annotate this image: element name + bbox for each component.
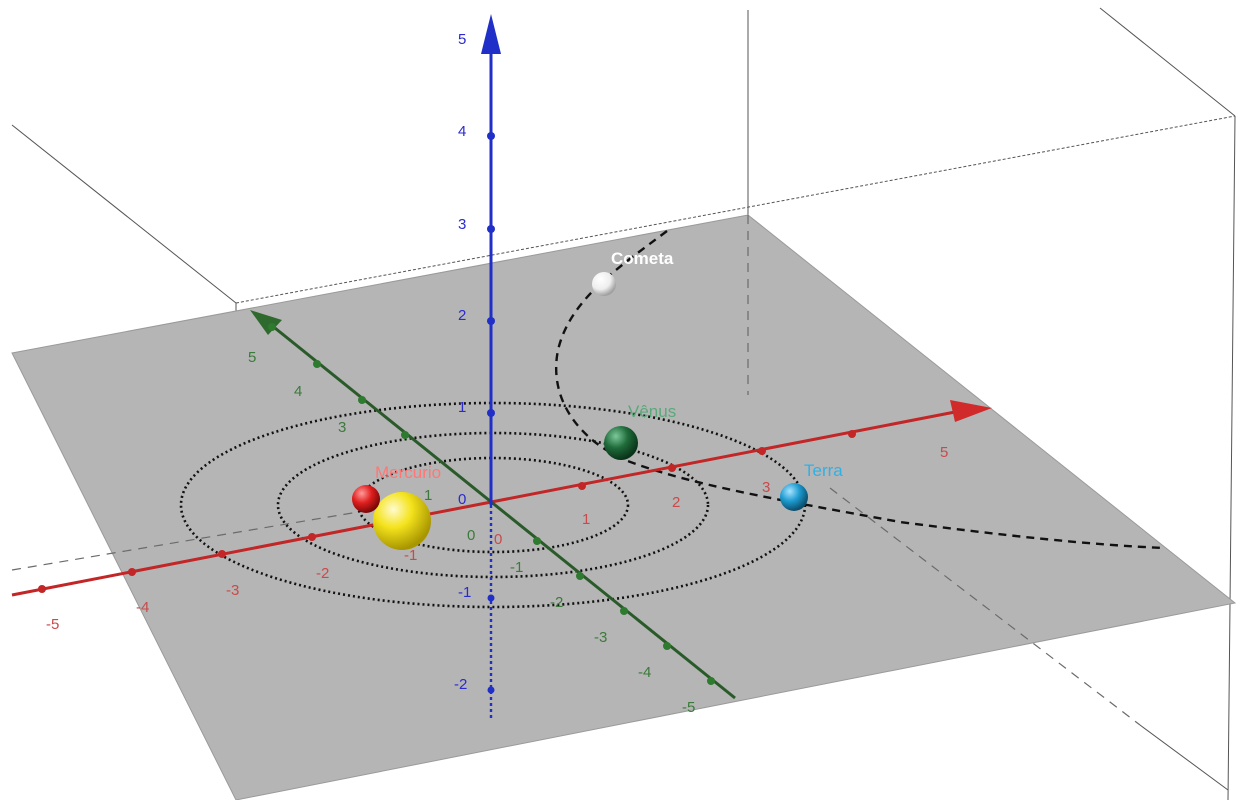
y-tick-label: 1: [424, 487, 432, 504]
y-tick-label: -3: [594, 629, 607, 646]
origin-labels: 0 0 0: [458, 491, 502, 548]
earth-sphere[interactable]: [780, 483, 808, 511]
comet-sphere[interactable]: [592, 272, 616, 296]
z-tick-label: 1: [458, 399, 466, 416]
y-tick-labels: 5 4 3 1 -1 -2 -3 -4 -5: [248, 349, 695, 716]
origin-label-x: 0: [494, 531, 502, 548]
z-axis-arrow: [481, 14, 501, 54]
x-tick-label: -5: [46, 616, 59, 633]
orbit-venus: [276, 431, 710, 579]
origin-label-y: 0: [467, 527, 475, 544]
y-tick-label: 5: [248, 349, 256, 366]
z-tick-label: 2: [458, 307, 466, 324]
sun-sphere[interactable]: [373, 492, 431, 550]
plane-hidden-edges: [11, 215, 1141, 726]
y-tick-label: -5: [682, 699, 695, 716]
z-tick-label: 4: [458, 123, 466, 140]
x-tick-label: 3: [762, 479, 770, 496]
x-tick-label: 5: [940, 444, 948, 461]
x-tick-label: -2: [316, 565, 329, 582]
z-tick-label: -1: [458, 584, 471, 601]
x-axis: [11, 400, 992, 597]
y-tick-label: 4: [294, 383, 302, 400]
earth-label: Terra: [804, 461, 843, 480]
y-tick-label: -2: [550, 594, 563, 611]
z-axis-tick-marks: [487, 132, 495, 694]
box-front-edge: [1139, 724, 1229, 791]
orbit-mercury: [356, 456, 630, 554]
x-tick-label: -4: [136, 599, 149, 616]
comet-label: Cometa: [611, 249, 674, 268]
y-axis-tick-marks: [268, 323, 715, 685]
z-tick-label: -2: [454, 676, 467, 693]
z-axis: [481, 14, 501, 720]
z-tick-label: 5: [458, 31, 466, 48]
x-axis-tick-marks: [38, 430, 856, 593]
x-tick-label: 2: [672, 494, 680, 511]
x-tick-label: -3: [226, 582, 239, 599]
y-axis: [250, 310, 736, 700]
x-tick-label: 1: [582, 511, 590, 528]
x-axis-arrow: [950, 400, 992, 422]
xy-plane: [11, 214, 1237, 800]
mercury-label: Mercurio: [375, 463, 441, 482]
origin-label-z: 0: [458, 491, 466, 508]
mercury-sphere[interactable]: [352, 485, 380, 513]
y-tick-label: -1: [510, 559, 523, 576]
venus-sphere[interactable]: [604, 426, 638, 460]
y-axis-arrow: [250, 310, 282, 335]
x-tick-labels: -5 -4 -3 -2 -1 1 2 3 5: [46, 444, 948, 633]
x-tick-label: -1: [404, 547, 417, 564]
z-tick-labels: 5 4 3 2 1 -1 -2: [454, 31, 471, 693]
venus-label: Vênus: [628, 402, 676, 421]
y-tick-label: 3: [338, 419, 346, 436]
z-tick-label: 3: [458, 216, 466, 233]
y-tick-label: -4: [638, 664, 651, 681]
